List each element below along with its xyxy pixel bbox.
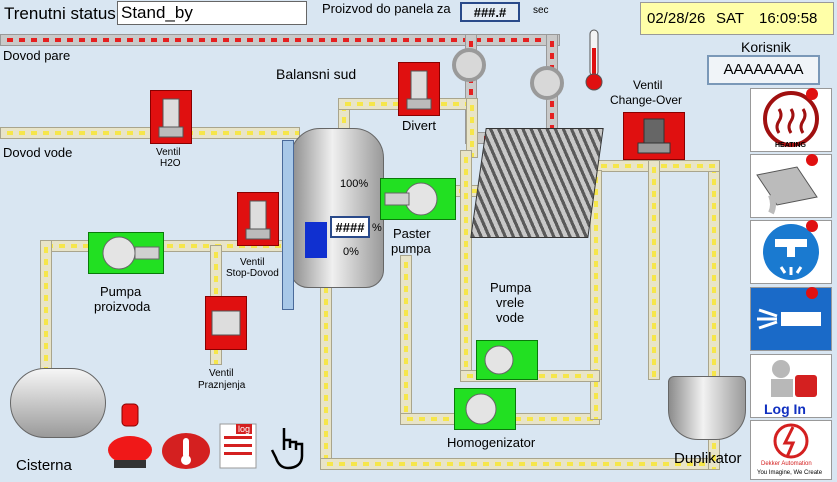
clock-day: SAT: [716, 10, 745, 27]
log-file-icon[interactable]: log: [218, 422, 258, 470]
loop-left-1: [320, 280, 332, 470]
product-pipe-cisterna: [40, 240, 52, 370]
steam-pipe-main: [0, 34, 560, 46]
hx-pipe-3: [648, 160, 660, 380]
ventil-change-over-valve[interactable]: [623, 112, 685, 160]
tank-sight-glass: [282, 140, 294, 310]
paster-pumpa-label-2: pumpa: [391, 241, 431, 256]
brand-line-1: Dekker Automation: [761, 461, 812, 467]
ventil-stop-label-2: Stop-Dovod: [226, 268, 279, 279]
divert-label: Divert: [402, 118, 436, 133]
spray-status-dot: [806, 287, 818, 299]
paster-pumpa-label-1: Paster: [393, 226, 431, 241]
alarm-light-icon[interactable]: [104, 400, 156, 470]
pumpa-proizvoda-label-2: proizvoda: [94, 299, 151, 314]
hand-pointer-icon[interactable]: [270, 424, 310, 470]
login-button[interactable]: Log In: [750, 354, 832, 418]
status-field: Stand_by: [117, 1, 307, 25]
paster-pumpa[interactable]: [380, 178, 456, 220]
heating-label: HEATING: [775, 142, 806, 149]
cisterna-label: Cisterna: [16, 457, 72, 474]
heating-button[interactable]: HEATING: [750, 88, 832, 152]
tank-level-field: ####: [330, 216, 370, 238]
divert-valve[interactable]: [398, 62, 440, 116]
pumpa-vrele-label-3: vode: [496, 310, 525, 325]
ventil-praznjenja-label-1: Ventil: [209, 368, 234, 379]
status-label: Trenutni status: [4, 4, 116, 23]
steam-hand-valve-2[interactable]: [530, 66, 564, 100]
water-tap-status-dot: [806, 220, 818, 232]
heating-status-dot: [806, 88, 818, 100]
thermometer-icon: [583, 28, 605, 92]
heat-exchanger: [470, 128, 604, 238]
pumpa-vrele-vode[interactable]: [476, 340, 538, 380]
login-label: Log In: [764, 401, 806, 417]
brand-logo: Dekker Automation You Imagine, We Create: [750, 420, 832, 480]
tank-level-unit: %: [372, 222, 382, 234]
tank-level-bar: [305, 222, 327, 258]
ventil-h2o-label-1: Ventil: [156, 147, 181, 158]
divert-pipe-v: [466, 98, 478, 158]
dovod-vode-label: Dovod vode: [3, 145, 73, 160]
pipe-flow-button[interactable]: [750, 154, 832, 218]
changeover-pipe: [570, 160, 720, 172]
cisterna-tank: [10, 368, 106, 438]
balansni-sud-label: Balansni sud: [276, 66, 357, 82]
ventil-stop-label-1: Ventil: [240, 257, 265, 268]
balance-tank: [290, 128, 384, 288]
duplikator-tank: [668, 376, 746, 440]
hx-pipe-2: [590, 170, 602, 420]
clock-time: 16:09:58: [759, 10, 818, 27]
user-field[interactable]: AAAAAAAA: [707, 55, 820, 85]
temperature-log-icon[interactable]: [160, 432, 212, 470]
steam-hand-valve-1[interactable]: [452, 48, 486, 82]
pumpa-proizvoda[interactable]: [88, 232, 164, 274]
tank-level-min: 0%: [343, 246, 359, 258]
ventil-change-over-label-2: Change-Over: [610, 93, 683, 107]
hx-pipe-1: [460, 150, 472, 380]
log-icon-label: log: [236, 424, 253, 434]
loop-left-2: [400, 255, 412, 425]
tank-level-max: 100%: [340, 178, 369, 190]
panel-time-field[interactable]: ###.#: [460, 2, 520, 22]
pumpa-proizvoda-label-1: Pumpa: [100, 284, 142, 299]
ventil-praznjenja-label-2: Praznjenja: [198, 380, 246, 391]
ventil-h2o-label-2: H2O: [160, 158, 181, 169]
homogenizator-pump[interactable]: [454, 388, 516, 430]
ventil-change-over-label-1: Ventil: [633, 78, 663, 92]
ventil-h2o-valve[interactable]: [150, 90, 192, 144]
duplikator-label: Duplikator: [674, 450, 742, 467]
brand-line-2: You Imagine, We Create: [757, 470, 823, 476]
water-tap-button[interactable]: [750, 220, 832, 284]
pipe-flow-status-dot: [806, 154, 818, 166]
spray-button[interactable]: [750, 287, 832, 351]
ventil-praznjenja-valve[interactable]: [205, 296, 247, 350]
loop-bottom: [320, 458, 720, 470]
homogenizator-label: Homogenizator: [447, 435, 536, 450]
clock-panel: 02/28/26 SAT 16:09:58: [640, 2, 834, 35]
clock-date: 02/28/26: [647, 10, 706, 27]
dovod-pare-label: Dovod pare: [3, 48, 71, 63]
panel-time-label: Proizvod do panela za: [322, 1, 451, 16]
user-label: Korisnik: [741, 39, 791, 55]
ventil-stop-valve[interactable]: [237, 192, 279, 246]
pumpa-vrele-label-1: Pumpa: [490, 280, 532, 295]
pumpa-vrele-label-2: vrele: [496, 295, 525, 310]
panel-time-unit: sec: [533, 5, 549, 16]
